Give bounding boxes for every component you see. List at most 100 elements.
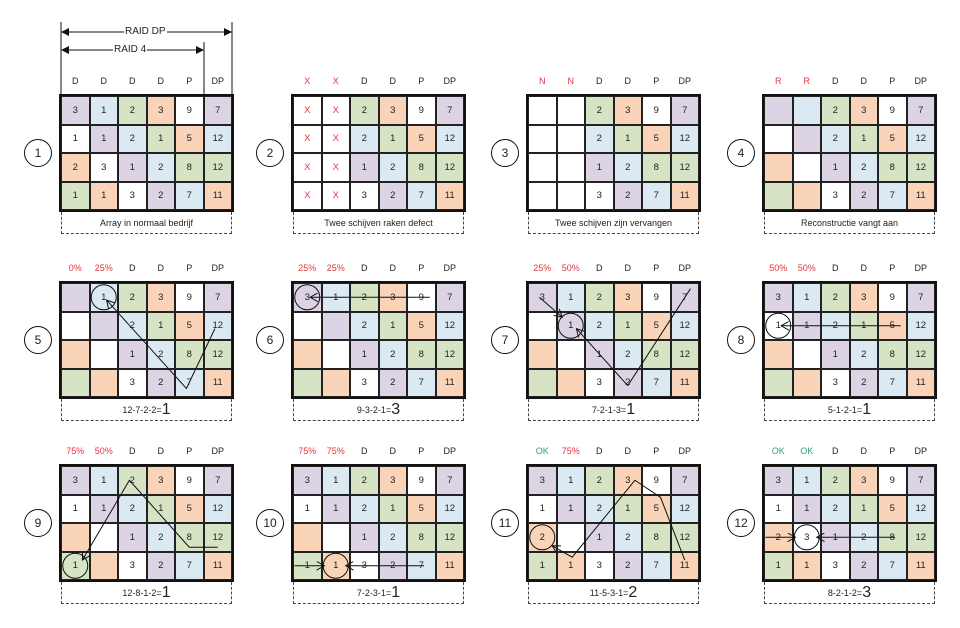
block-cell: 2 (821, 494, 850, 523)
disk-header-label: D (361, 263, 368, 273)
caption-box: 5-1-2-1=1 (764, 399, 935, 421)
block-cell: 7 (878, 368, 907, 397)
block-cell (556, 96, 585, 125)
disk-header-label: D (129, 263, 136, 273)
block-cell: 1 (321, 494, 350, 523)
block-cell (89, 551, 118, 580)
block-cell (556, 153, 585, 182)
block-cell: 2 (613, 368, 642, 397)
disk-header-label: DP (914, 446, 927, 456)
block-cell: 5 (407, 311, 436, 340)
block-cell: 2 (849, 153, 878, 182)
block-cell: 2 (821, 466, 850, 495)
disk-header-label: DP (211, 76, 224, 86)
block-cell (293, 368, 322, 397)
block-cell: 12 (203, 311, 232, 340)
disk-header-label: P (653, 76, 660, 86)
block-cell: 1 (378, 124, 407, 153)
block-cell: 9 (407, 466, 436, 495)
block-cell: X (293, 153, 322, 182)
block-cell: 3 (61, 96, 90, 125)
disk-header-label: P (186, 446, 193, 456)
block-cell: 8 (878, 340, 907, 369)
step-number-badge: 7 (491, 326, 519, 354)
block-cell: 8 (175, 523, 204, 552)
block-cell: 8 (642, 153, 671, 182)
block-cell: 3 (792, 523, 821, 552)
block-cell (528, 96, 557, 125)
block-cell: 11 (906, 551, 935, 580)
block-cell (528, 153, 557, 182)
block-cell: 2 (118, 311, 147, 340)
caption-text: Reconstructie vangt aan (800, 217, 899, 228)
block-cell: 2 (764, 523, 793, 552)
block-cell: 1 (849, 311, 878, 340)
block-cell: 12 (670, 523, 699, 552)
block-cell (792, 340, 821, 369)
disk-header-label: 50% (769, 263, 788, 273)
block-cell: 7 (203, 283, 232, 312)
block-cell: 5 (175, 124, 204, 153)
block-cell (321, 523, 350, 552)
block-cell: 2 (849, 181, 878, 210)
disk-header-label: 75% (298, 446, 317, 456)
block-cell: 8 (642, 340, 671, 369)
step-number-badge: 12 (727, 509, 755, 537)
block-cell: 8 (642, 523, 671, 552)
disk-header-label: D (596, 446, 603, 456)
block-cell: 1 (146, 311, 175, 340)
step-number-badge: 11 (491, 509, 519, 537)
step-number-badge: 8 (727, 326, 755, 354)
block-cell: 1 (792, 311, 821, 340)
disk-header-label: P (418, 263, 425, 273)
disk-header-label: D (389, 76, 397, 86)
block-cell: X (321, 181, 350, 210)
block-cell: 7 (435, 283, 464, 312)
block-cell: 5 (407, 494, 436, 523)
block-cell: 1 (61, 551, 90, 580)
block-cell: 5 (878, 494, 907, 523)
disk-header-label: P (889, 263, 896, 273)
block-cell: 1 (146, 494, 175, 523)
block-cell: 7 (175, 368, 204, 397)
disk-header-label: D (129, 446, 136, 456)
block-cell: 7 (407, 551, 436, 580)
block-cell: 3 (350, 368, 379, 397)
block-cell: 2 (350, 466, 379, 495)
block-cell: 3 (821, 368, 850, 397)
block-cell (321, 368, 350, 397)
block-cell: X (293, 124, 322, 153)
block-cell: 1 (792, 494, 821, 523)
disk-header-label: D (129, 76, 136, 86)
disk-header-label: D (361, 446, 368, 456)
block-cell: 2 (585, 494, 614, 523)
block-cell: 12 (670, 153, 699, 182)
block-cell: 11 (906, 181, 935, 210)
block-cell: 7 (642, 551, 671, 580)
block-cell: 9 (175, 283, 204, 312)
disk-header-label: P (889, 446, 896, 456)
step-number-badge: 3 (491, 139, 519, 167)
block-cell: 1 (792, 283, 821, 312)
block-cell (293, 523, 322, 552)
block-cell: 1 (89, 283, 118, 312)
disk-header-label: 50% (561, 263, 580, 273)
disk-header-label: 75% (326, 446, 345, 456)
block-cell: 8 (407, 340, 436, 369)
block-cell (528, 340, 557, 369)
block-cell: 7 (878, 551, 907, 580)
equation-terms: 7-2-3-1= (356, 587, 392, 598)
disk-header-label: D (361, 76, 368, 86)
block-cell (89, 340, 118, 369)
block-cell: 11 (670, 368, 699, 397)
equation-terms: 11-5-3-1= (589, 587, 629, 598)
block-cell: 1 (556, 283, 585, 312)
block-cell: 7 (906, 283, 935, 312)
disk-header-label: 25% (533, 263, 552, 273)
equation-result: 1 (161, 400, 171, 418)
block-cell: 11 (435, 368, 464, 397)
block-cell: 2 (350, 124, 379, 153)
block-cell (321, 311, 350, 340)
block-cell: 8 (407, 523, 436, 552)
block-cell: 1 (585, 153, 614, 182)
